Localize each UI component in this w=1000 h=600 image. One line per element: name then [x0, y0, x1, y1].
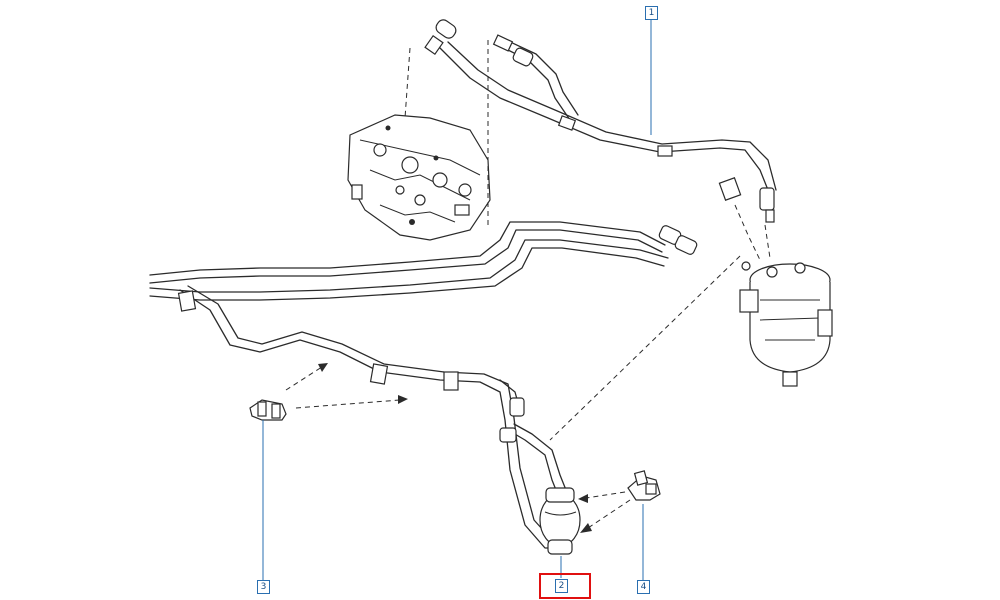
priming-bulb	[539, 487, 581, 555]
callout-2[interactable]: 2	[555, 579, 568, 593]
callout-3[interactable]: 3	[257, 580, 270, 594]
callout-1[interactable]: 1	[645, 6, 658, 20]
callout-4[interactable]: 4	[637, 580, 650, 594]
upper-fuel-pipe	[424, 19, 777, 223]
pipe-clip-left	[249, 399, 287, 421]
pipe-clip-right	[627, 470, 661, 501]
selected-part-highlight	[539, 573, 591, 599]
main-fuel-pipe-bundle	[149, 221, 698, 549]
assembly-guide-lines	[285, 40, 771, 533]
injection-pump	[347, 114, 491, 241]
callout-leaders	[262, 19, 652, 580]
fuel-filter	[739, 261, 833, 387]
